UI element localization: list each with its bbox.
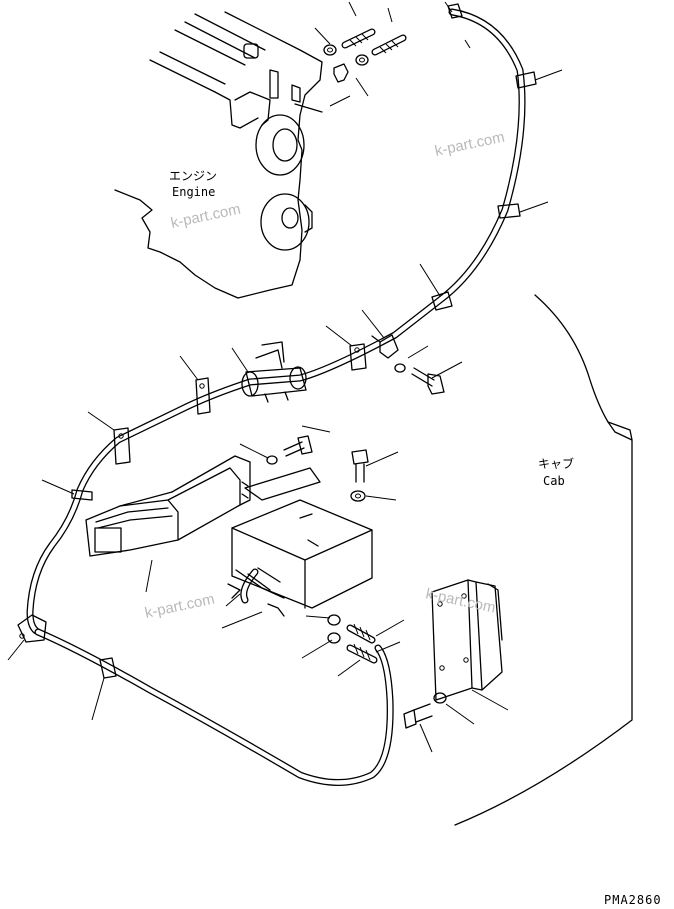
watermark-1: k-part.com [433, 129, 506, 160]
watermarks: k-part.com k-part.com k-part.com k-part.… [143, 129, 506, 622]
heater-hose-lower [34, 628, 394, 786]
hose-clamp-bracket-7 [113, 427, 131, 465]
hose-clamp-bracket-5 [349, 343, 367, 371]
cab-label-en: Cab [543, 474, 565, 488]
hose-clamp-8 [71, 489, 93, 501]
hose-clamp-1 [515, 71, 537, 89]
drawing-code: PMA2860 [604, 893, 662, 907]
engine-hose-fittings [323, 3, 463, 83]
cab-label-jp: キャブ [538, 456, 574, 471]
bolt-duct [266, 435, 313, 465]
cab-outline [454, 294, 633, 826]
engine-block [114, 11, 323, 299]
heater-unit [227, 467, 373, 617]
bolt-bracket [403, 692, 447, 729]
hose-clamp-2 [497, 203, 521, 219]
watermark-2: k-part.com [169, 201, 242, 232]
hot-water-valve [241, 341, 307, 403]
heater-duct [85, 455, 251, 557]
hose-clamp-10 [99, 657, 117, 679]
hose-to-heater [240, 568, 259, 604]
cab-label: キャブ Cab [538, 456, 574, 488]
mounting-bracket [431, 579, 503, 701]
bolt-heater-top [350, 449, 369, 502]
watermark-3: k-part.com [143, 591, 216, 622]
bolt-valve [394, 363, 445, 395]
leader-lines [7, 1, 563, 753]
engine-label: エンジン Engine [169, 169, 217, 199]
heater-hose-upper [26, 8, 526, 636]
hose-clamp-bracket-9 [17, 614, 47, 643]
hose-clamp-3 [431, 291, 453, 311]
engine-label-en: Engine [172, 185, 215, 199]
hose-clamp-bracket-6 [195, 377, 211, 415]
watermark-4: k-part.com [424, 585, 497, 616]
engine-label-jp: エンジン [169, 169, 217, 183]
heater-hose-fittings [327, 614, 378, 664]
hose-clamp-bracket-4 [371, 334, 399, 359]
